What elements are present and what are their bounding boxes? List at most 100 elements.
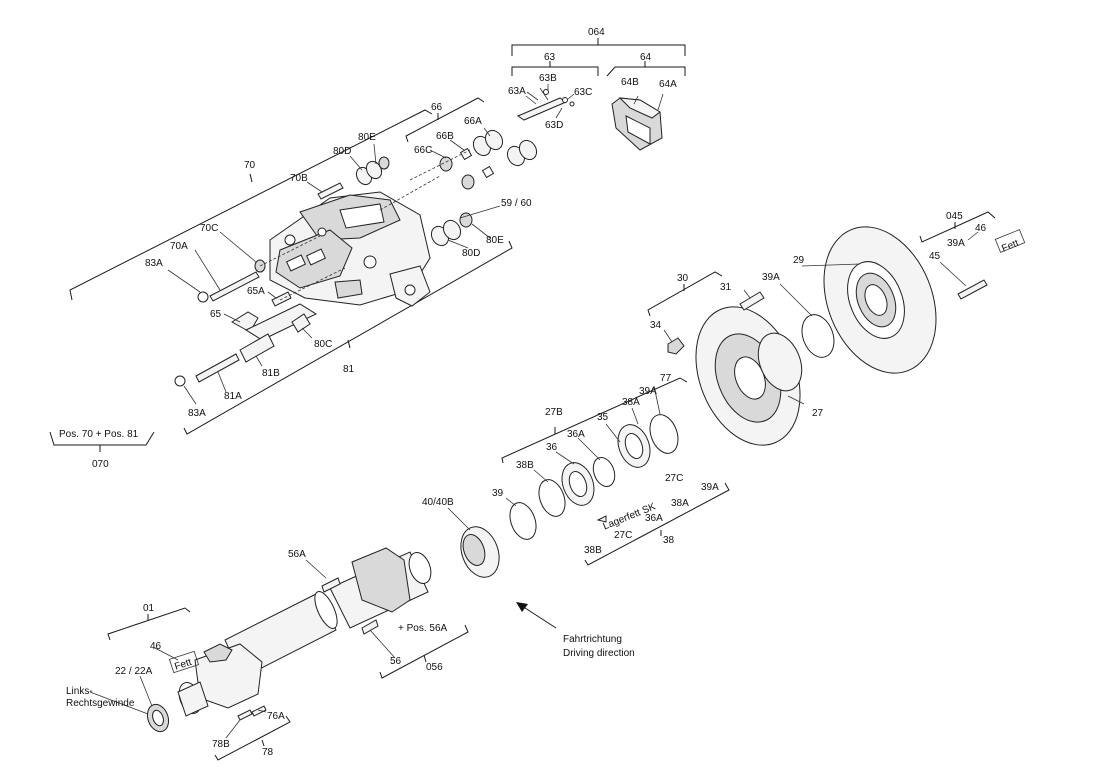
bolt-45 [957, 279, 988, 300]
label-59-60: 59 / 60 [501, 198, 532, 209]
label-39A-disc: 39A [762, 272, 780, 283]
label-31: 31 [720, 282, 732, 293]
brake-pads [611, 93, 664, 151]
label-36A: 36A [567, 429, 585, 440]
bracket-01 [107, 607, 191, 641]
label-63: 63 [544, 52, 556, 63]
label-46-left: 46 [150, 641, 162, 652]
label-39A-right: 39A [947, 238, 965, 249]
bushing-set-top [355, 156, 390, 186]
guide-pin-70B [317, 182, 344, 200]
bracket-064 [511, 38, 686, 56]
label-27C-top: 27C [665, 473, 683, 484]
label-39: 39 [492, 488, 504, 499]
label-76A: 76A [267, 711, 285, 722]
label-39A-low: 39A [701, 482, 719, 493]
label-70: 70 [244, 160, 256, 171]
label-38A-top: 38A [622, 397, 640, 408]
label-65A: 65A [247, 286, 265, 297]
bushing-80C [291, 313, 311, 333]
label-56: 56 [390, 656, 402, 667]
label-fahrtrichtung: Fahrtrichtung [563, 634, 622, 645]
brake-disc [823, 226, 937, 374]
brake-caliper [269, 191, 431, 307]
label-fett-left: Fett [173, 657, 193, 673]
label-64A: 64A [659, 79, 677, 90]
label-34: 34 [650, 320, 662, 331]
label-70B: 70B [290, 173, 308, 184]
bracket-81 [183, 240, 513, 435]
leader-lines [89, 84, 979, 739]
fett-boxes [168, 229, 1026, 674]
label-63B: 63B [539, 73, 557, 84]
label-27B: 27B [545, 407, 563, 418]
label-064: 064 [588, 27, 605, 38]
label-56A: 56A [288, 549, 306, 560]
seal-ring-39A-disc [801, 314, 835, 358]
label-80D-mid: 80D [462, 248, 480, 259]
label-63C: 63C [574, 87, 592, 98]
label-63D: 63D [545, 120, 563, 131]
label-65: 65 [210, 309, 222, 320]
assembly-lines [259, 149, 471, 301]
label-77: 77 [660, 373, 672, 384]
bracket-38 [584, 482, 730, 566]
label-46-right: 46 [975, 223, 987, 234]
label-64: 64 [640, 52, 652, 63]
label-83A-bot: 83A [188, 408, 206, 419]
bracket-70 [69, 109, 433, 301]
label-78: 78 [262, 747, 274, 758]
axle-nut [146, 703, 170, 733]
part-labels: 064 63 64 63A 63B 63C 63D 64B 64A 66 66A… [59, 27, 1021, 758]
label-045: 045 [946, 211, 963, 222]
label-70C: 70C [200, 223, 218, 234]
label-45: 45 [929, 251, 941, 262]
label-78B: 78B [212, 739, 230, 750]
label-66B: 66B [436, 131, 454, 142]
label-27: 27 [812, 408, 824, 419]
bracket-27B [501, 377, 688, 464]
label-63A: 63A [508, 86, 526, 97]
label-01: 01 [143, 603, 155, 614]
label-81B: 81B [262, 368, 280, 379]
label-links: Links- [66, 686, 93, 697]
stub-axle [177, 643, 263, 717]
label-66: 66 [431, 102, 443, 113]
bolt-81A [174, 353, 240, 387]
bushing-set-mid [430, 212, 473, 247]
nut-34 [667, 337, 685, 355]
label-81: 81 [343, 364, 355, 375]
label-056: 056 [426, 662, 443, 673]
bracket-045 [919, 211, 996, 243]
hub-cap [460, 526, 500, 578]
pad-retainer [516, 87, 575, 121]
bracket-64 [606, 61, 686, 77]
wheel-hub [695, 306, 803, 446]
driving-direction-arrow [516, 602, 557, 629]
label-fett-right: Fett [1000, 238, 1020, 255]
label-36: 36 [546, 442, 558, 453]
label-pos70-81: Pos. 70 + Pos. 81 [59, 429, 139, 440]
label-80E-top: 80E [358, 132, 376, 143]
label-40-40B: 40/40B [422, 497, 454, 508]
bracket-056 [379, 624, 469, 679]
label-80D-top: 80D [333, 146, 351, 157]
lock-pins [237, 705, 267, 721]
label-66A: 66A [464, 116, 482, 127]
label-66C: 66C [414, 145, 432, 156]
tappet-boots [439, 129, 538, 190]
bracket-30 [647, 271, 723, 317]
bearing-rings [509, 414, 679, 540]
label-38B-top: 38B [516, 460, 534, 471]
label-81A: 81A [224, 391, 242, 402]
bracket-63 [511, 61, 599, 76]
label-80C: 80C [314, 339, 332, 350]
label-rechtsgewinde: Rechtsgewinde [66, 698, 135, 709]
label-64B: 64B [621, 77, 639, 88]
label-27C-low: 27C [614, 530, 632, 541]
label-38: 38 [663, 535, 675, 546]
label-36A-low: 36A [645, 513, 663, 524]
label-83A-top: 83A [145, 258, 163, 269]
label-pos56A: + Pos. 56A [398, 623, 448, 634]
